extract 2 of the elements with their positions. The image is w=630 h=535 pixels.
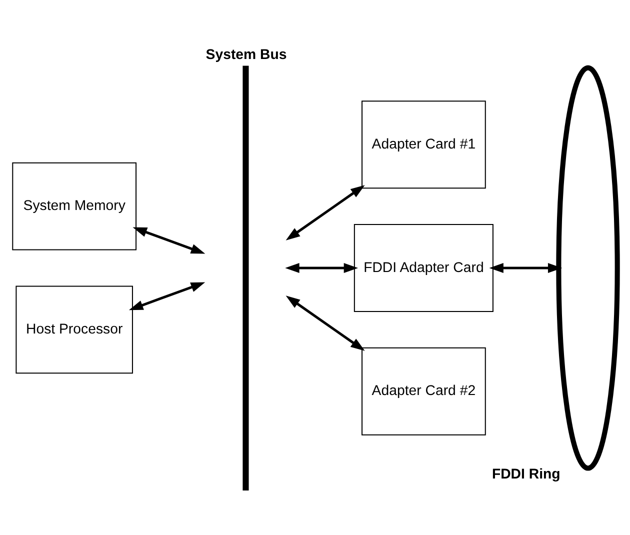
node-label: FDDI Ring [492, 465, 560, 482]
node-label: System Bus [206, 45, 287, 62]
